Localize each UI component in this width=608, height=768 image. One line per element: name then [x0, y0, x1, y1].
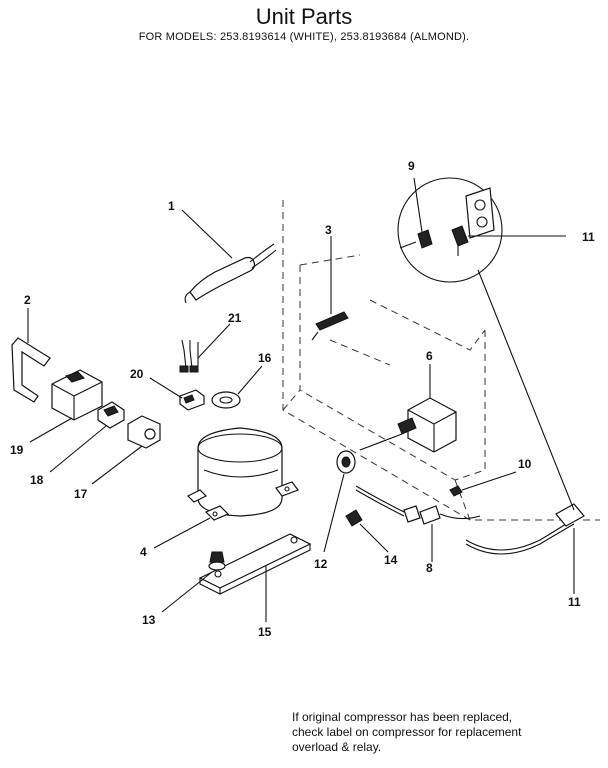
replacement-note: If original compressor has been replaced…	[292, 710, 602, 755]
callout-17: 17	[74, 487, 88, 501]
callout-4: 4	[140, 545, 147, 559]
note-line: check label on compressor for replacemen…	[292, 725, 522, 739]
callout-19: 19	[10, 443, 24, 457]
part-4-compressor	[153, 427, 299, 549]
note-line: If original compressor has been replaced…	[292, 710, 513, 724]
part-13-stud	[161, 551, 226, 613]
callout-20: 20	[130, 367, 144, 381]
part-6-control	[359, 364, 457, 453]
callout-12: 12	[314, 557, 328, 571]
callout-18: 18	[30, 473, 44, 487]
callout-3: 3	[325, 223, 332, 237]
part-20-terminal	[149, 377, 205, 411]
wiring-cord	[355, 485, 585, 562]
callout-14: 14	[384, 553, 398, 567]
callout-16: 16	[258, 351, 272, 365]
callout-15: 15	[258, 625, 272, 639]
callout-11-bottom: 11	[568, 595, 581, 609]
models-subtitle: FOR MODELS: 253.8193614 (WHITE), 253.819…	[138, 31, 470, 43]
part-2-bracket	[11, 308, 51, 403]
callout-10: 10	[518, 457, 532, 471]
callout-13: 13	[142, 613, 156, 627]
outlet-detail	[397, 177, 575, 594]
part-3-strip	[311, 236, 349, 341]
part-19-cover	[29, 369, 103, 443]
callout-2: 2	[24, 293, 31, 307]
callout-11-top: 11	[582, 230, 595, 244]
part-16-grommet	[211, 365, 263, 409]
callout-1: 1	[168, 199, 175, 213]
callout-21: 21	[228, 311, 242, 325]
part-18-relay	[49, 401, 125, 473]
cabinet-outline	[282, 200, 600, 521]
callout-9: 9	[408, 159, 415, 173]
page-title: Unit Parts	[255, 4, 353, 29]
part-1-drier	[181, 209, 277, 304]
part-12-grommet	[323, 450, 356, 553]
callout-6: 6	[426, 349, 433, 363]
note-line: overload & relay.	[292, 740, 382, 754]
part-17-overload	[91, 415, 161, 485]
part-15-base-plate	[198, 533, 312, 622]
part-14-clamp	[345, 509, 389, 553]
callout-8: 8	[426, 561, 433, 575]
part-21-harness	[179, 323, 231, 373]
part-10-screw	[449, 471, 517, 497]
